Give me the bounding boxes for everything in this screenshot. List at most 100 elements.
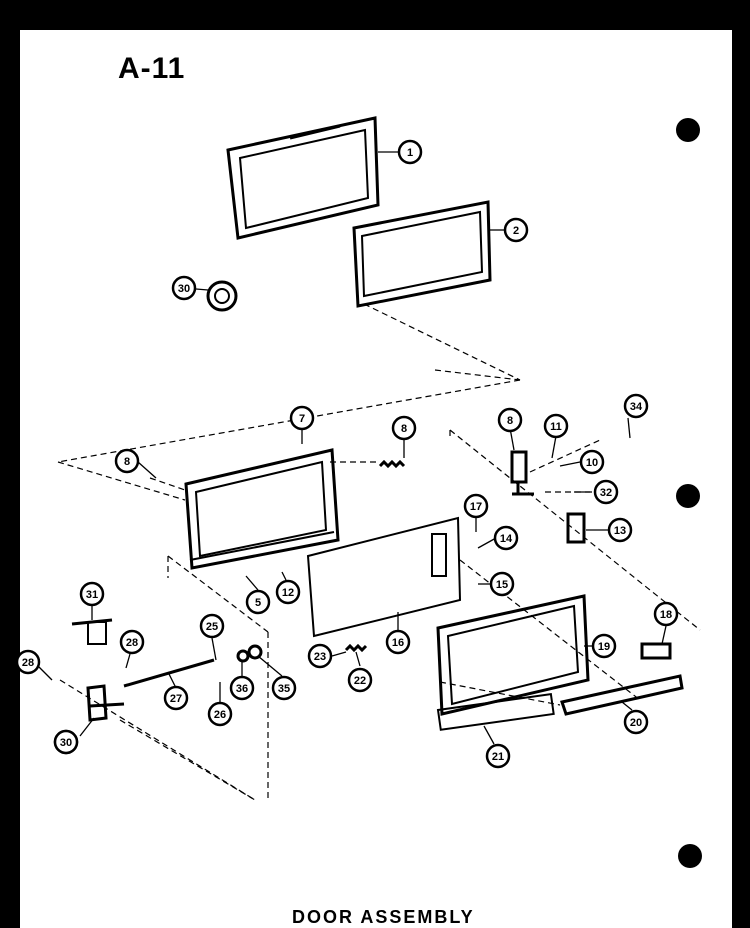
callout-circle <box>607 517 633 543</box>
callout-number: 36 <box>236 683 248 695</box>
callout-circle <box>593 479 619 505</box>
callout-12: 12 <box>275 579 301 605</box>
callout-18: 18 <box>653 601 679 627</box>
callout-27: 27 <box>163 685 189 711</box>
callout-number: 21 <box>492 751 504 763</box>
callout-number: 8 <box>507 415 513 427</box>
callout-circle <box>229 675 255 701</box>
callout-circle <box>623 709 649 735</box>
callout-number: 30 <box>60 737 72 749</box>
callout-17: 17 <box>463 493 489 519</box>
callout-circle <box>623 393 649 419</box>
callout-number: 11 <box>550 421 562 433</box>
callout-number: 26 <box>214 709 226 721</box>
callout-circle <box>497 407 523 433</box>
callout-number: 35 <box>278 683 290 695</box>
binder-hole-bottom <box>678 844 702 868</box>
callout-number: 2 <box>513 225 519 237</box>
callout-number: 8 <box>124 456 130 468</box>
callout-34: 34 <box>623 393 649 419</box>
callout-circle <box>114 448 140 474</box>
callout-circle <box>489 571 515 597</box>
callout-number: 15 <box>496 579 508 591</box>
callout-circle <box>275 579 301 605</box>
part-8-spring <box>378 459 406 469</box>
callout-number: 13 <box>614 525 626 537</box>
callout-8: 8 <box>114 448 140 474</box>
callout-number: 10 <box>586 457 598 469</box>
callout-circle <box>543 413 569 439</box>
callout-number: 22 <box>354 675 366 687</box>
callout-21: 21 <box>485 743 511 769</box>
callout-19: 19 <box>591 633 617 659</box>
part-35-ring <box>247 644 263 660</box>
callout-number: 25 <box>206 621 218 633</box>
callout-circle <box>485 743 511 769</box>
callout-number: 12 <box>282 587 294 599</box>
callout-number: 23 <box>314 651 326 663</box>
part-30-hinge <box>86 684 125 722</box>
part-31-hinge-plate <box>71 618 113 645</box>
callout-circle <box>289 405 315 431</box>
callout-number: 32 <box>600 487 612 499</box>
callout-circle <box>271 675 297 701</box>
callout-circle <box>493 525 519 551</box>
callout-7: 7 <box>289 405 315 431</box>
callout-number: 5 <box>255 597 261 609</box>
callout-circle <box>503 217 529 243</box>
part-7-door-frame <box>184 448 340 570</box>
callout-circle <box>463 493 489 519</box>
callout-number: 19 <box>598 641 610 653</box>
callout-20: 20 <box>623 709 649 735</box>
callout-circle <box>391 415 417 441</box>
callout-2: 2 <box>503 217 529 243</box>
callout-number: 34 <box>630 401 643 413</box>
callout-circle <box>199 613 225 639</box>
callout-circle <box>119 629 145 655</box>
part-1-frame <box>226 116 380 240</box>
callout-circle <box>15 649 41 675</box>
callout-30: 30 <box>171 275 197 301</box>
callout-number: 27 <box>170 693 182 705</box>
callout-23: 23 <box>307 643 333 669</box>
callout-number: 18 <box>660 609 672 621</box>
part-13-block <box>566 512 586 544</box>
part-36-washer <box>236 649 250 663</box>
callout-circle <box>653 601 679 627</box>
callout-circle <box>579 449 605 475</box>
callout-35: 35 <box>271 675 297 701</box>
callout-number: 8 <box>401 423 407 435</box>
callout-8: 8 <box>391 415 417 441</box>
callout-8: 8 <box>497 407 523 433</box>
callout-30: 30 <box>53 729 79 755</box>
callout-circle <box>397 139 423 165</box>
callout-22: 22 <box>347 667 373 693</box>
part-18-bracket <box>640 642 672 660</box>
callout-circle <box>347 667 373 693</box>
callout-26: 26 <box>207 701 233 727</box>
callout-circle <box>307 643 333 669</box>
page-label: A-11 <box>118 52 186 85</box>
callout-number: 17 <box>470 501 482 513</box>
callout-circle <box>171 275 197 301</box>
assembly-guide-lines <box>57 303 701 801</box>
callout-32: 32 <box>593 479 619 505</box>
part-19-glass-frame <box>436 594 590 716</box>
callout-number: 31 <box>86 589 98 601</box>
callout-number: 16 <box>392 637 404 649</box>
callout-circle <box>163 685 189 711</box>
part-22-spring <box>344 643 368 653</box>
callout-25: 25 <box>199 613 225 639</box>
callout-circle <box>53 729 79 755</box>
callout-31: 31 <box>79 581 105 607</box>
callout-11: 11 <box>543 413 569 439</box>
callout-13: 13 <box>607 517 633 543</box>
binder-hole-middle <box>676 484 700 508</box>
callout-circle <box>591 633 617 659</box>
diagram-title: DOOR ASSEMBLY <box>292 907 475 927</box>
part-16-panel <box>306 516 462 638</box>
part-30-knob <box>206 280 238 312</box>
callout-1: 1 <box>397 139 423 165</box>
callout-28: 28 <box>15 649 41 675</box>
